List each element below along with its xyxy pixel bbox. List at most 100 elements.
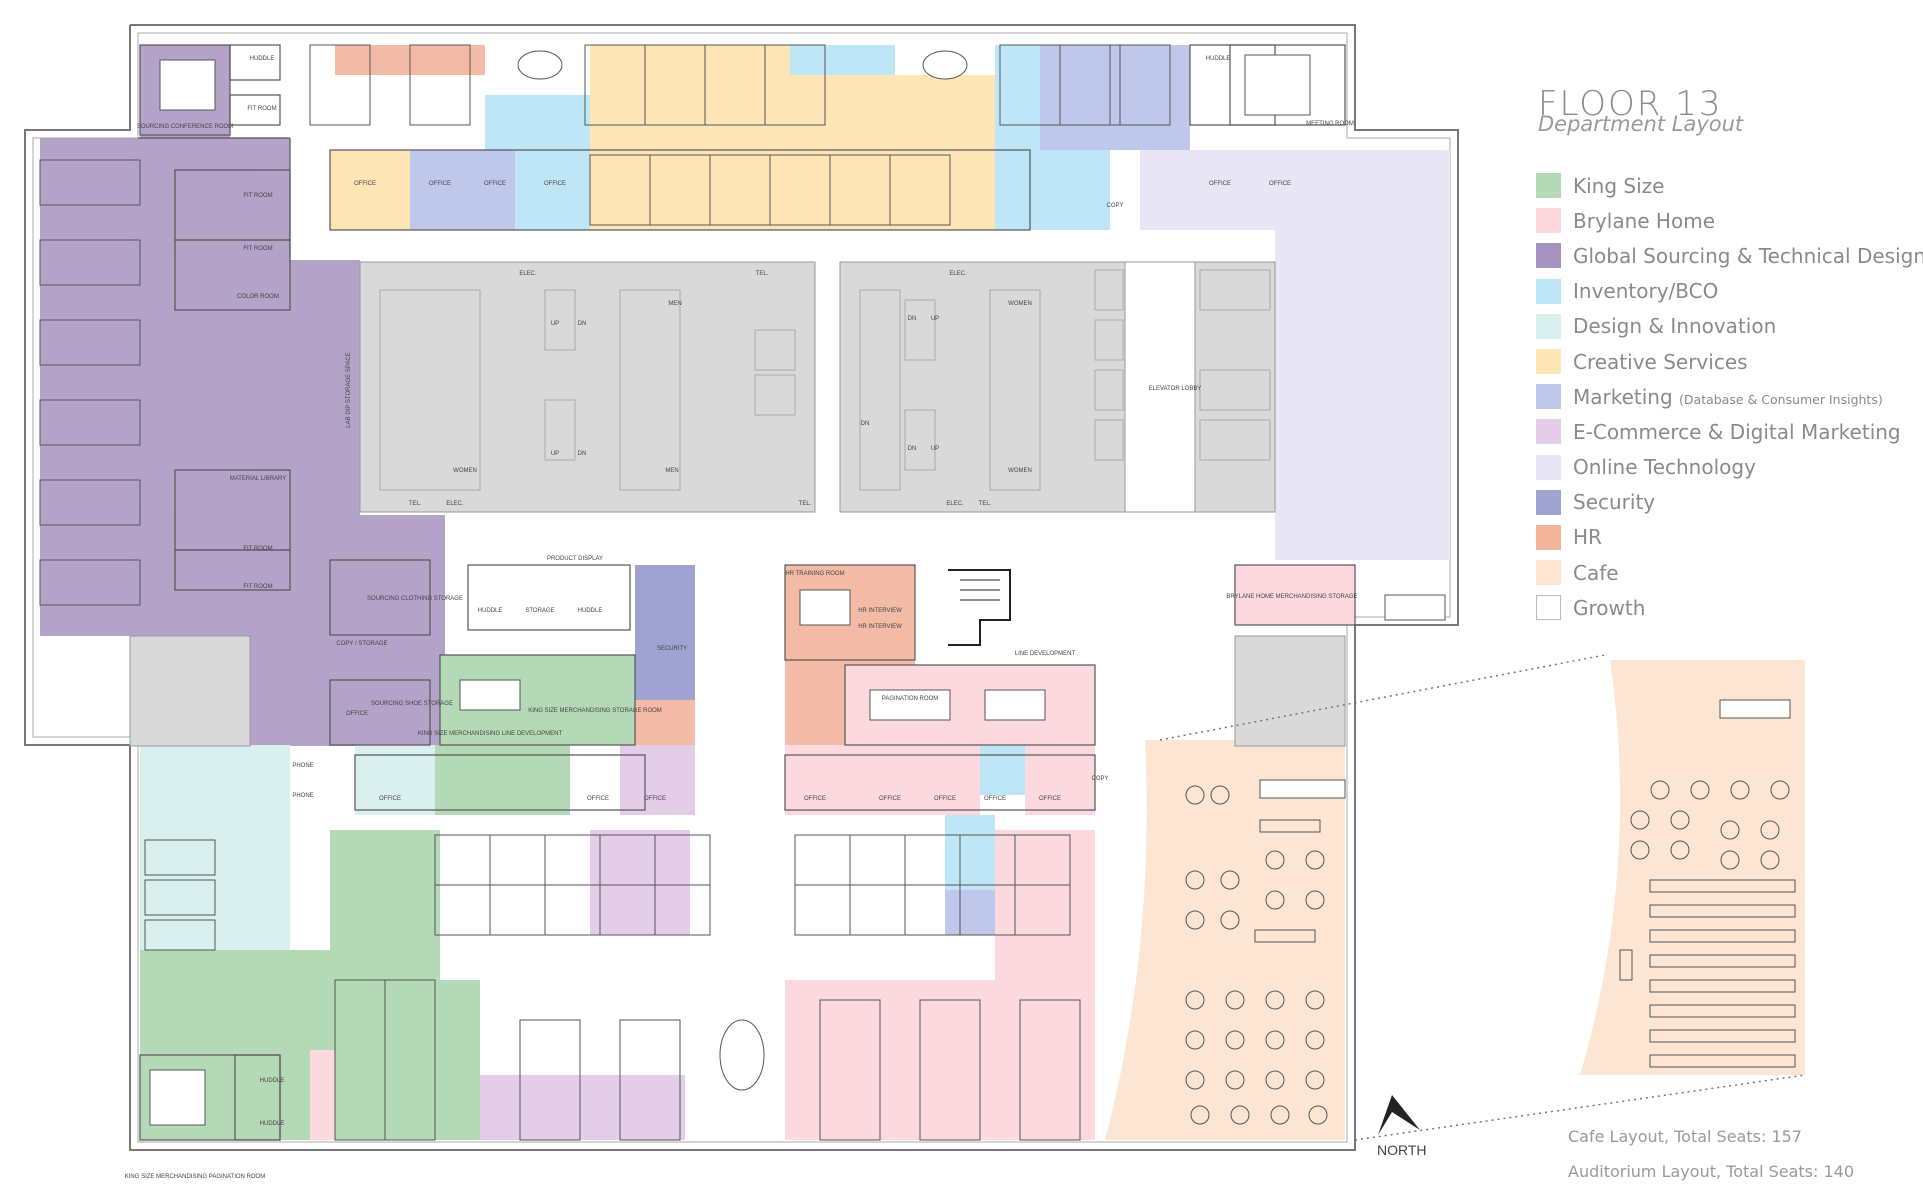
svg-text:HR INTERVIEW: HR INTERVIEW <box>858 608 902 614</box>
svg-text:HUDDLE: HUDDLE <box>578 608 603 614</box>
svg-text:OFFICE: OFFICE <box>1269 181 1291 187</box>
svg-text:MEETING ROOM: MEETING ROOM <box>1306 121 1354 127</box>
zone-cafe <box>1105 660 1805 1140</box>
legend-label-text: Security <box>1573 490 1656 515</box>
legend-label: HR <box>1573 525 1602 549</box>
legend-label: Creative Services <box>1573 350 1748 374</box>
svg-text:ELEC.: ELEC. <box>519 271 537 277</box>
svg-text:DN: DN <box>861 421 870 427</box>
svg-text:MEN: MEN <box>668 301 681 307</box>
legend-label: Cafe <box>1573 561 1619 585</box>
elevator-lobby <box>1124 261 1196 513</box>
legend-item: E-Commerce & Digital Marketing <box>1536 414 1923 449</box>
tables <box>149 50 1791 1126</box>
svg-text:DN: DN <box>578 321 587 327</box>
svg-text:KING SIZE MERCHANDISING STORAG: KING SIZE MERCHANDISING STORAGE ROOM <box>528 708 662 714</box>
svg-text:SOURCING SHOE STORAGE: SOURCING SHOE STORAGE <box>371 701 453 707</box>
svg-text:COPY / STORAGE: COPY / STORAGE <box>336 641 387 647</box>
svg-text:KING SIZE MERCHANDISING PAGINA: KING SIZE MERCHANDISING PAGINATION ROOM <box>125 1174 265 1180</box>
legend-label: Inventory/BCO <box>1573 279 1718 303</box>
legend-item: Marketing (Database & Consumer Insights) <box>1536 379 1923 414</box>
legend-swatch <box>1536 173 1561 199</box>
legend-item: Design & Innovation <box>1536 309 1923 344</box>
legend-label: Growth <box>1573 596 1645 620</box>
floor-title: FLOOR 13 <box>1538 84 1723 124</box>
svg-text:FIT ROOM: FIT ROOM <box>243 546 272 552</box>
legend-swatch <box>1536 419 1561 445</box>
legend-item: Global Sourcing & Technical Design <box>1536 238 1923 273</box>
svg-text:HUDDLE: HUDDLE <box>250 56 275 62</box>
legend-label-text: King Size <box>1573 173 1665 198</box>
svg-text:OFFICE: OFFICE <box>984 796 1006 802</box>
svg-text:COPY: COPY <box>1091 776 1108 782</box>
legend-label: E-Commerce & Digital Marketing <box>1573 420 1901 444</box>
legend-item: Growth <box>1536 590 1923 625</box>
legend-label-text: Marketing <box>1573 384 1673 409</box>
svg-text:COLOR ROOM: COLOR ROOM <box>237 294 279 300</box>
svg-text:DN: DN <box>908 316 917 322</box>
svg-text:OFFICE: OFFICE <box>484 181 506 187</box>
svg-text:OFFICE: OFFICE <box>544 181 566 187</box>
legend-label: Marketing (Database & Consumer Insights) <box>1573 385 1883 409</box>
svg-text:MATERIAL LIBRARY: MATERIAL LIBRARY <box>230 476 287 482</box>
svg-text:FIT ROOM: FIT ROOM <box>247 106 276 112</box>
legend-label-text: Brylane Home <box>1573 208 1715 233</box>
svg-text:TEL.: TEL. <box>409 501 422 507</box>
legend-item: Inventory/BCO <box>1536 274 1923 309</box>
legend-item: Security <box>1536 485 1923 520</box>
north-label: NORTH <box>1377 1142 1427 1158</box>
svg-text:SECURITY: SECURITY <box>657 646 687 652</box>
legend-swatch <box>1536 454 1561 480</box>
legend-swatch <box>1536 560 1561 586</box>
legend-label-text: HR <box>1573 525 1602 550</box>
svg-text:OFFICE: OFFICE <box>429 181 451 187</box>
legend-swatch <box>1536 278 1561 304</box>
legend-label-text: Online Technology <box>1573 455 1756 480</box>
legend-swatch <box>1536 243 1561 269</box>
svg-text:SOURCING CONFERENCE ROOM: SOURCING CONFERENCE ROOM <box>137 124 233 130</box>
svg-text:ELEC.: ELEC. <box>446 501 464 507</box>
legend-label-text: Design & Innovation <box>1573 314 1777 339</box>
zone-creative <box>330 45 995 230</box>
workstations <box>39 44 1171 1141</box>
legend-swatch <box>1536 384 1561 410</box>
legend-swatch <box>1536 208 1561 234</box>
svg-text:ELEC.: ELEC. <box>949 271 967 277</box>
svg-text:OFFICE: OFFICE <box>1209 181 1231 187</box>
legend-label-text: Creative Services <box>1573 349 1748 374</box>
legend-item: Brylane Home <box>1536 203 1923 238</box>
svg-text:FIT ROOM: FIT ROOM <box>243 246 272 252</box>
svg-text:WOMEN: WOMEN <box>1008 468 1032 474</box>
svg-text:LINE DEVELOPMENT: LINE DEVELOPMENT <box>1015 651 1076 657</box>
zone-king-size <box>140 655 635 1140</box>
svg-text:PHONE: PHONE <box>292 763 313 769</box>
svg-text:OFFICE: OFFICE <box>587 796 609 802</box>
legend-item: HR <box>1536 520 1923 555</box>
cafe-seating <box>1185 780 1790 1125</box>
auditorium-seat-count: Auditorium Layout, Total Seats: 140 <box>1568 1162 1855 1181</box>
svg-text:HUDDLE: HUDDLE <box>260 1121 285 1127</box>
svg-text:KING SIZE MERCHANDISING LINE D: KING SIZE MERCHANDISING LINE DEVELOPMENT <box>418 731 563 737</box>
svg-text:COPY: COPY <box>1106 203 1123 209</box>
svg-text:DN: DN <box>578 451 587 457</box>
legend-swatch <box>1536 313 1561 339</box>
legend-item: Creative Services <box>1536 344 1923 379</box>
legend-label-text: Cafe <box>1573 560 1619 585</box>
legend-label: Global Sourcing & Technical Design <box>1573 244 1923 268</box>
legend-label-text: Growth <box>1573 595 1646 620</box>
building-core <box>129 261 1346 747</box>
legend-swatch <box>1536 349 1561 375</box>
svg-text:HUDDLE: HUDDLE <box>1206 56 1231 62</box>
svg-text:SOURCING CLOTHING STORAGE: SOURCING CLOTHING STORAGE <box>367 596 463 602</box>
legend-item: Cafe <box>1536 555 1923 590</box>
legend-label-text: Inventory/BCO <box>1573 279 1719 304</box>
svg-text:MEN: MEN <box>665 468 678 474</box>
svg-text:OFFICE: OFFICE <box>346 711 368 717</box>
stair <box>948 569 1011 646</box>
legend-label-text: Global Sourcing & Technical Design <box>1573 243 1923 268</box>
svg-text:HUDDLE: HUDDLE <box>260 1078 285 1084</box>
legend-swatch <box>1536 595 1561 621</box>
svg-text:WOMEN: WOMEN <box>453 468 477 474</box>
legend-label: Brylane Home <box>1573 209 1715 233</box>
